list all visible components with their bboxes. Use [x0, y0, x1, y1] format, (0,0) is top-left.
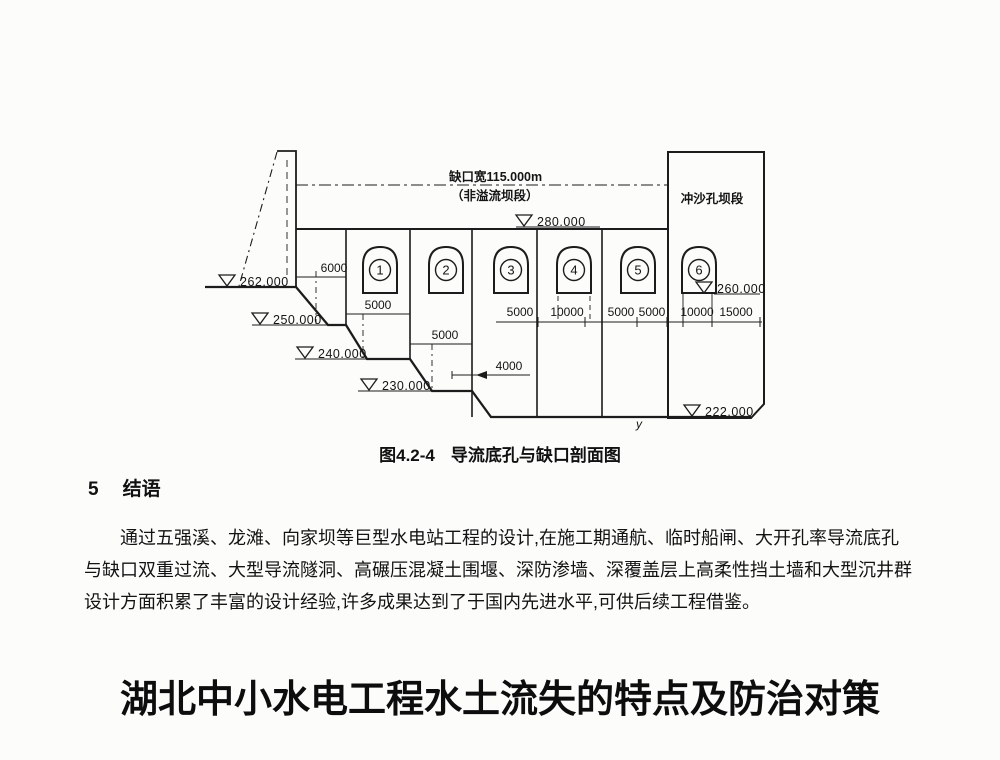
dim-row-5000-c: 5000: [639, 305, 666, 319]
dim-row-5000-a: 5000: [507, 305, 534, 319]
dim-4000-arrow: [476, 371, 487, 379]
outlet-6-number: 6: [695, 263, 702, 278]
gap-section-label: （非溢流坝段）: [451, 188, 539, 203]
elev-230-triangle: [359, 378, 379, 392]
conclusion-heading-number: 5: [88, 479, 99, 500]
elev-260-triangle: [694, 281, 714, 295]
dim-5000a-line: [345, 310, 411, 318]
elev-262-triangle: [217, 274, 237, 288]
bottom-outlet-openings: [362, 245, 717, 294]
conclusion-paragraph: 通过五强溪、龙滩、向家坝等巨型水电站工程的设计,在施工期通航、临时船闸、大开孔率…: [84, 522, 932, 618]
elev-222-triangle: [682, 404, 702, 418]
sand-section-label: 冲沙孔坝段: [681, 191, 744, 206]
left-wall-top-right-edge: [277, 150, 297, 287]
outlet-3-shape: [493, 245, 529, 294]
dim-5000-b: 5000: [432, 328, 459, 342]
y-axis-mark: y: [635, 417, 643, 431]
outlet-1-shape: [362, 245, 398, 294]
outlet-2-number: 2: [442, 263, 449, 278]
dim-row-ext-dashed: [557, 296, 591, 322]
elev-240-triangle: [295, 346, 315, 360]
outlet-3-number: 3: [507, 263, 514, 278]
elev-250-triangle: [250, 312, 270, 326]
dim-6000-line: [295, 273, 347, 281]
dim-row-5000-b: 5000: [608, 305, 635, 319]
elev-222-value: 222.000: [705, 405, 754, 419]
elev-240-value: 240.000: [318, 347, 367, 361]
elev-260-value: 260.000: [717, 282, 766, 296]
outlet-4-number: 4: [570, 263, 577, 278]
elev-280-value: 280.000: [537, 215, 586, 229]
elev-250-value: 250.000: [273, 313, 322, 327]
dim-row-10000-a: 10000: [550, 305, 584, 319]
outlet-5-shape: [620, 245, 656, 294]
conclusion-heading: 5 结语: [88, 478, 161, 502]
left-wall-dashed-edge: [238, 151, 278, 287]
paragraph-line-2: 与缺口双重过流、大型导流隧洞、高碾压混凝土围堰、深防渗墙、深覆盖层上高柔性挡土墙…: [84, 560, 912, 580]
dim-6000: 6000: [321, 261, 348, 275]
elev-262-value: 262.000: [240, 275, 289, 289]
outlet-number-circles: [368, 258, 711, 282]
figure-caption-number: 图4.2-4: [379, 446, 435, 465]
elev-230-value: 230.000: [382, 379, 431, 393]
dim-row-15000: 15000: [719, 305, 753, 319]
paragraph-line-3: 设计方面积累了丰富的设计经验,许多成果达到了于国内先进水平,可供后续工程借鉴。: [84, 592, 760, 612]
dim-row-ext-solid: [682, 294, 713, 322]
outlet-2-shape: [428, 245, 464, 294]
dim-5000b-line: [409, 340, 473, 348]
sand-flushing-block-outline: [667, 151, 765, 419]
gap-width-label: 缺口宽115.000m: [449, 169, 542, 184]
dim-5000-a: 5000: [365, 298, 392, 312]
conclusion-heading-title: 结语: [122, 479, 161, 500]
elevation-markers: [217, 214, 714, 418]
elev-280-triangle: [514, 214, 534, 228]
outlet-5-number: 5: [634, 263, 641, 278]
figure-caption-title: 导流底孔与缺口剖面图: [450, 446, 621, 465]
dim-4000-line: [451, 371, 530, 379]
outlet-1-number: 1: [376, 263, 383, 278]
outlet-6-shape: [681, 245, 717, 294]
elevation-extension-lines: [252, 293, 760, 392]
dim-row-10000-b: 10000: [680, 305, 714, 319]
outlet-4-shape: [556, 245, 592, 294]
paragraph-line-1: 通过五强溪、龙滩、向家坝等巨型水电站工程的设计,在施工期通航、临时船闸、大开孔率…: [120, 528, 899, 548]
next-article-title: 湖北中小水电工程水土流失的特点及防治对策: [119, 679, 880, 721]
foundation-profile: [205, 285, 751, 419]
figure-caption: 图4.2-4 导流底孔与缺口剖面图: [0, 441, 1000, 466]
dim-4000: 4000: [496, 359, 523, 373]
dam-cross-section-figure: 缺口宽115.000m （非溢流坝段） 冲沙孔坝段 y 262.000 250.…: [205, 150, 766, 431]
